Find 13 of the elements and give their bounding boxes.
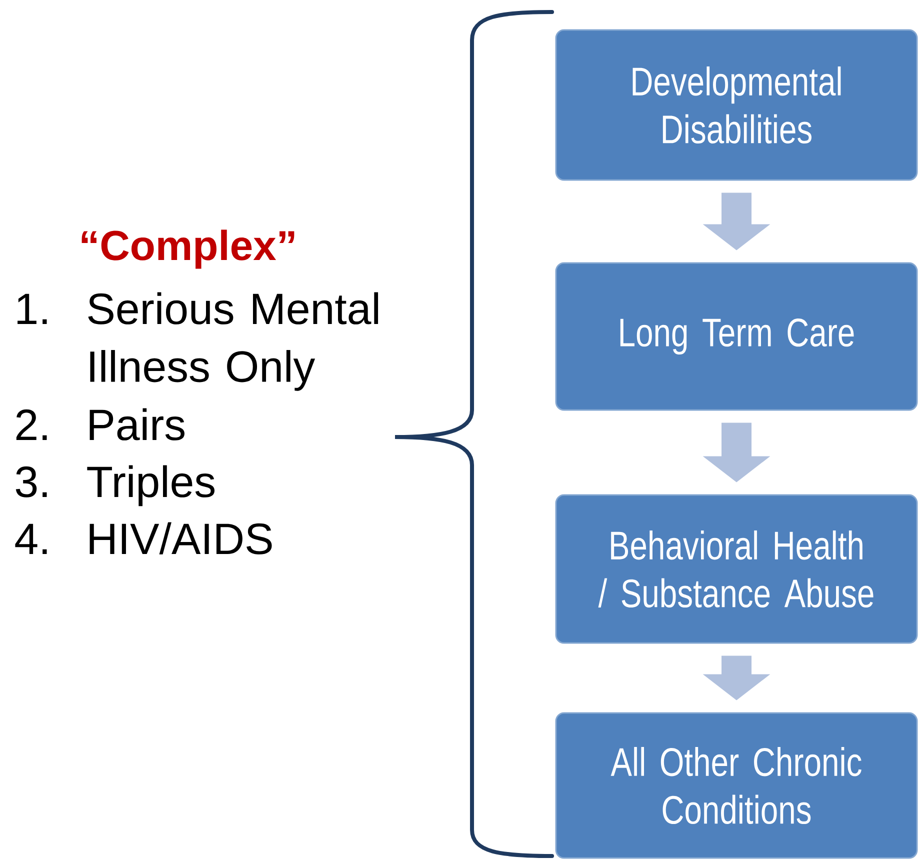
process-box: All Other Chronic Conditions (555, 712, 918, 859)
list-number: 4. (15, 524, 47, 554)
list-item: Pairs (90, 408, 184, 440)
process-box: Behavioral Health / Substance Abuse (555, 494, 918, 644)
list-number: 2. (16, 409, 47, 440)
list-item: HIV/AIDS (90, 522, 272, 554)
list-item: Serious Mental Illness Only (88, 292, 378, 391)
list-item: Triples (87, 465, 214, 506)
heading: “Complex” (82, 230, 294, 269)
list-number: 3. (16, 466, 47, 498)
list-number: 1. (18, 294, 47, 324)
process-box: Long Term Care (555, 262, 918, 411)
process-box: Developmental Disabilities (555, 29, 918, 181)
